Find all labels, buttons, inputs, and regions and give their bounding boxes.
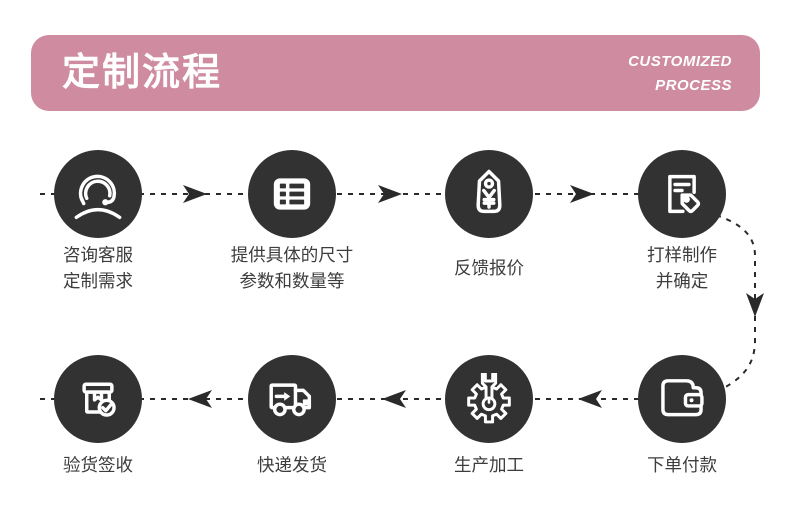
delivery-truck-icon bbox=[269, 383, 312, 417]
arrow-right-icon bbox=[183, 185, 207, 203]
package-check-icon bbox=[82, 382, 116, 417]
arrow-left-icon bbox=[382, 390, 406, 408]
step-label-sample: 打样制作 并确定 bbox=[647, 245, 717, 291]
step-label-shipping: 快递发货 bbox=[257, 455, 327, 475]
step-circle-quote bbox=[445, 150, 533, 238]
arrow-down-icon bbox=[746, 293, 764, 317]
step-circle-specs bbox=[248, 150, 336, 238]
wallet-icon bbox=[661, 379, 704, 417]
header-subtitle: CUSTOMIZED PROCESS bbox=[628, 50, 732, 98]
page-title: 定制流程 bbox=[62, 52, 223, 94]
step-circle-production bbox=[445, 355, 533, 443]
arrow-left-icon bbox=[188, 390, 212, 408]
header-banner: 定制流程 CUSTOMIZED PROCESS bbox=[31, 35, 760, 111]
spec-table-icon bbox=[273, 178, 311, 210]
step-label-consult: 咨询客服 定制需求 bbox=[63, 245, 133, 291]
step-circle-shipping bbox=[248, 355, 336, 443]
step-label-quote: 反馈报价 bbox=[454, 258, 524, 278]
step-label-payment: 下单付款 bbox=[647, 455, 717, 475]
gear-wrench-icon bbox=[467, 373, 511, 424]
arrow-right-icon bbox=[378, 185, 402, 203]
sample-document-tag-icon bbox=[668, 174, 701, 214]
yuan-symbol bbox=[482, 188, 496, 209]
step-circle-receive bbox=[54, 355, 142, 443]
flow-curve-right bbox=[715, 214, 756, 390]
step-label-specs: 提供具体的尺寸 参数和数量等 bbox=[230, 245, 354, 291]
step-circle-payment bbox=[638, 355, 726, 443]
step-label-receive: 验货签收 bbox=[63, 455, 133, 475]
step-circle-consult bbox=[54, 150, 142, 238]
header-subtitle-line2: PROCESS bbox=[655, 77, 732, 94]
arrow-left-icon bbox=[578, 390, 602, 408]
header-subtitle-line1: CUSTOMIZED bbox=[628, 53, 732, 70]
arrow-right-icon bbox=[570, 185, 594, 203]
price-tag-yuan-icon bbox=[476, 169, 502, 214]
step-circle-sample bbox=[638, 150, 726, 238]
customer-service-headset-icon bbox=[74, 174, 122, 220]
step-label-production: 生产加工 bbox=[454, 455, 524, 475]
